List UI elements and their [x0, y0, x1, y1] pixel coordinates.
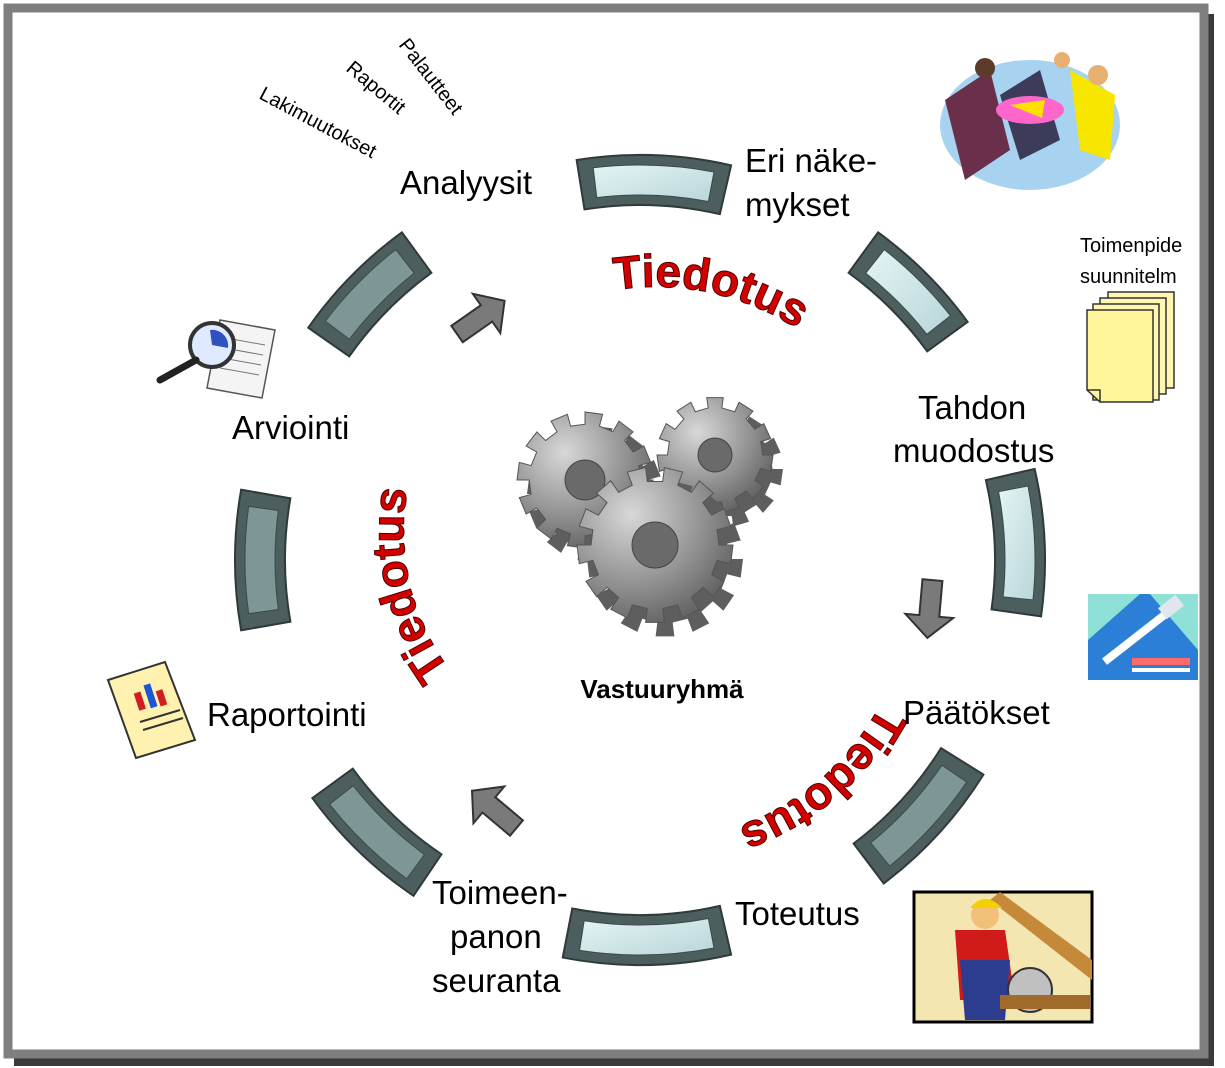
- cycle-ring: [234, 154, 1046, 966]
- ring-segment-inset-1: [592, 164, 715, 203]
- stage-analyysit: Analyysit: [400, 164, 533, 201]
- ring-segment-inset-7: [244, 505, 279, 615]
- stage-paatokset: Päätökset: [903, 694, 1050, 731]
- stage-toimeen-line3: seuranta: [432, 962, 561, 999]
- arrow-to-raportointi: [470, 785, 525, 838]
- ring-segment-inset-2: [865, 248, 952, 335]
- ring-segment-inset-5: [579, 917, 715, 956]
- stage-tahdon-line2: muodostus: [893, 432, 1055, 469]
- documents-stack-icon: [1086, 291, 1175, 403]
- center-label: Vastuuryhmä: [580, 674, 744, 704]
- stage-toimeen-line1: Toimeen-: [432, 874, 568, 911]
- meeting-clipart-icon: [940, 52, 1120, 190]
- stage-eri-line1: Eri näke-: [745, 142, 878, 179]
- documents-line1: Toimenpide: [1080, 235, 1182, 257]
- arrow-to-analyysit: [449, 292, 506, 344]
- stage-toteutus: Toteutus: [735, 895, 860, 932]
- ring-segment-inset-8: [324, 248, 415, 341]
- stage-toimeen-line2: panon: [450, 918, 542, 955]
- report-chart-icon: [106, 660, 197, 760]
- documents-line2: suunnitelm: [1080, 266, 1177, 288]
- gavel-clipart-icon: [1088, 594, 1198, 680]
- magnifier-document-icon: [156, 319, 276, 399]
- stage-eri-line2: mykset: [745, 186, 850, 223]
- gear1-hub: [564, 459, 606, 501]
- gear2-hub: [697, 437, 733, 473]
- arrow-to-paatokset: [902, 578, 956, 640]
- worker-clipart-icon: [912, 890, 1094, 1024]
- gear3-hub: [631, 521, 679, 569]
- stage-arviointi: Arviointi: [232, 409, 350, 446]
- gears-icon: [516, 397, 783, 637]
- ring-segment-inset-4: [869, 764, 968, 867]
- stage-tahdon-line1: Tahdon: [918, 389, 1027, 426]
- ring-segment-inset-3: [997, 485, 1036, 601]
- stage-raportointi: Raportointi: [207, 696, 367, 733]
- ring-segment-inset-6: [328, 785, 426, 880]
